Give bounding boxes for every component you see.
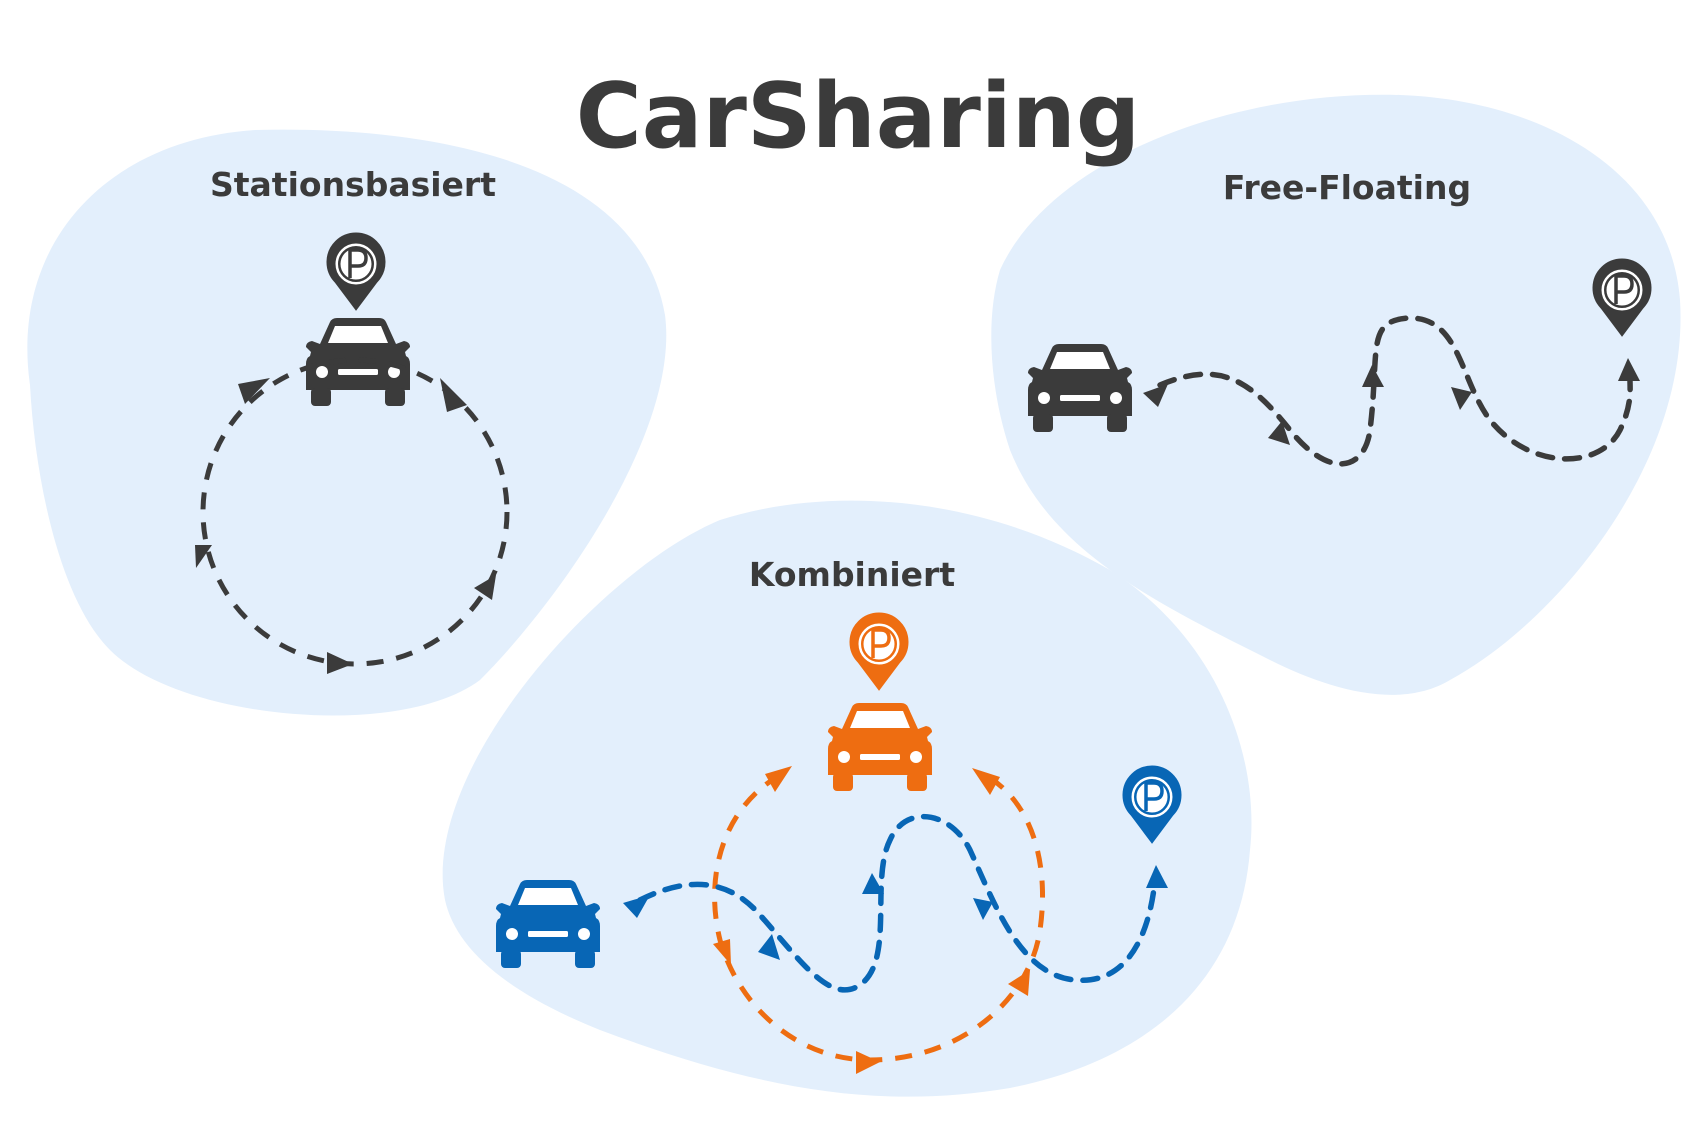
arrowhead-icon xyxy=(862,873,884,894)
free-floating-area xyxy=(991,94,1681,695)
free-floating-route xyxy=(1157,315,1633,467)
free-floating-panel: Free-Floating xyxy=(1028,168,1653,467)
arrowhead-icon xyxy=(1143,384,1168,407)
kombiniert-label: Kombiniert xyxy=(749,555,955,594)
arrowhead-icon xyxy=(1362,365,1384,387)
stationsbasiert-panel: Stationsbasiert xyxy=(195,165,510,674)
arrowhead-icon xyxy=(758,934,780,960)
kombiniert-panel: Kombiniert xyxy=(496,555,1183,1074)
stationsbasiert-area xyxy=(27,129,667,716)
page-title: CarSharing xyxy=(576,64,1141,169)
arrowhead-icon xyxy=(195,545,212,568)
stationsbasiert-label: Stationsbasiert xyxy=(210,165,496,204)
arrowhead-icon xyxy=(440,378,467,412)
arrowhead-icon xyxy=(1618,358,1640,381)
arrowhead-icon xyxy=(973,898,993,920)
kombiniert-area xyxy=(442,500,1252,1097)
arrowhead-icon xyxy=(713,939,731,965)
free-floating-route xyxy=(637,813,1158,993)
free-floating-label: Free-Floating xyxy=(1223,168,1471,207)
station-loop-path xyxy=(200,357,510,667)
arrowhead-icon xyxy=(1008,970,1030,996)
arrowhead-icon xyxy=(327,652,353,674)
arrowhead-icon xyxy=(972,768,1000,795)
background-blobs xyxy=(27,94,1681,1097)
arrowhead-icon xyxy=(238,378,270,404)
arrowhead-icon xyxy=(474,575,496,600)
arrowhead-icon xyxy=(765,766,792,792)
arrowhead-icon xyxy=(1451,387,1472,410)
arrowhead-icon xyxy=(1146,865,1168,888)
arrowhead-icon xyxy=(1268,421,1290,445)
arrowhead-icon xyxy=(623,895,650,918)
arrowhead-icon xyxy=(856,1051,880,1074)
